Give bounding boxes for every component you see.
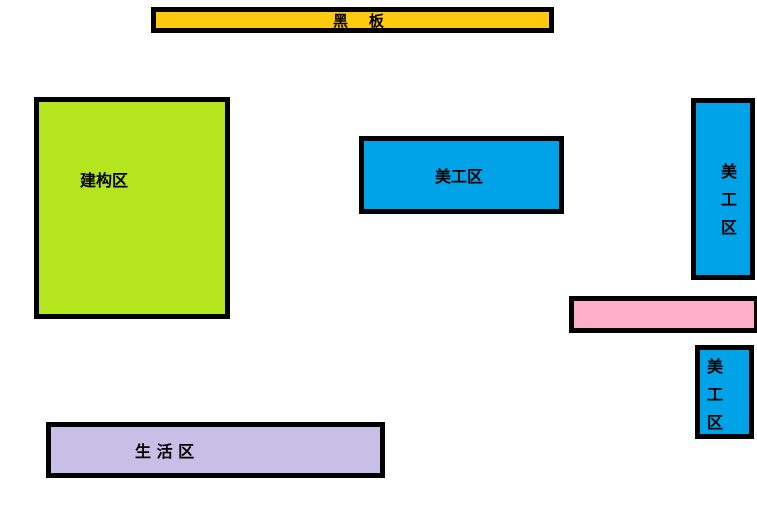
art-area-right-top-label: 美 工 区 [719,158,739,242]
art-area-right-top-char-3: 区 [720,218,737,237]
art-area-right-bottom-char-1: 美 [706,357,723,376]
art-area-right-bottom-char-2: 工 [706,385,723,404]
build-area-zone: 建构区 [34,97,230,319]
art-area-right-top-char-2: 工 [720,190,737,209]
build-area-label: 建构区 [80,171,129,190]
life-area-label: 生 活 区 [135,442,195,461]
art-area-right-top-char-1: 美 [720,162,737,181]
pink-bar-zone [569,296,757,333]
life-area-zone: 生 活 区 [46,422,385,478]
art-area-center-label: 美工区 [435,167,484,186]
art-area-right-bottom-zone: 美 工 区 [695,345,754,439]
art-area-center-zone: 美工区 [359,136,564,214]
blackboard-zone: 黑 板 [151,7,554,33]
art-area-right-bottom-char-3: 区 [706,413,723,432]
art-area-right-bottom-label: 美 工 区 [705,353,725,437]
blackboard-label: 黑 板 [333,12,384,30]
art-area-right-top-zone: 美 工 区 [691,98,755,280]
